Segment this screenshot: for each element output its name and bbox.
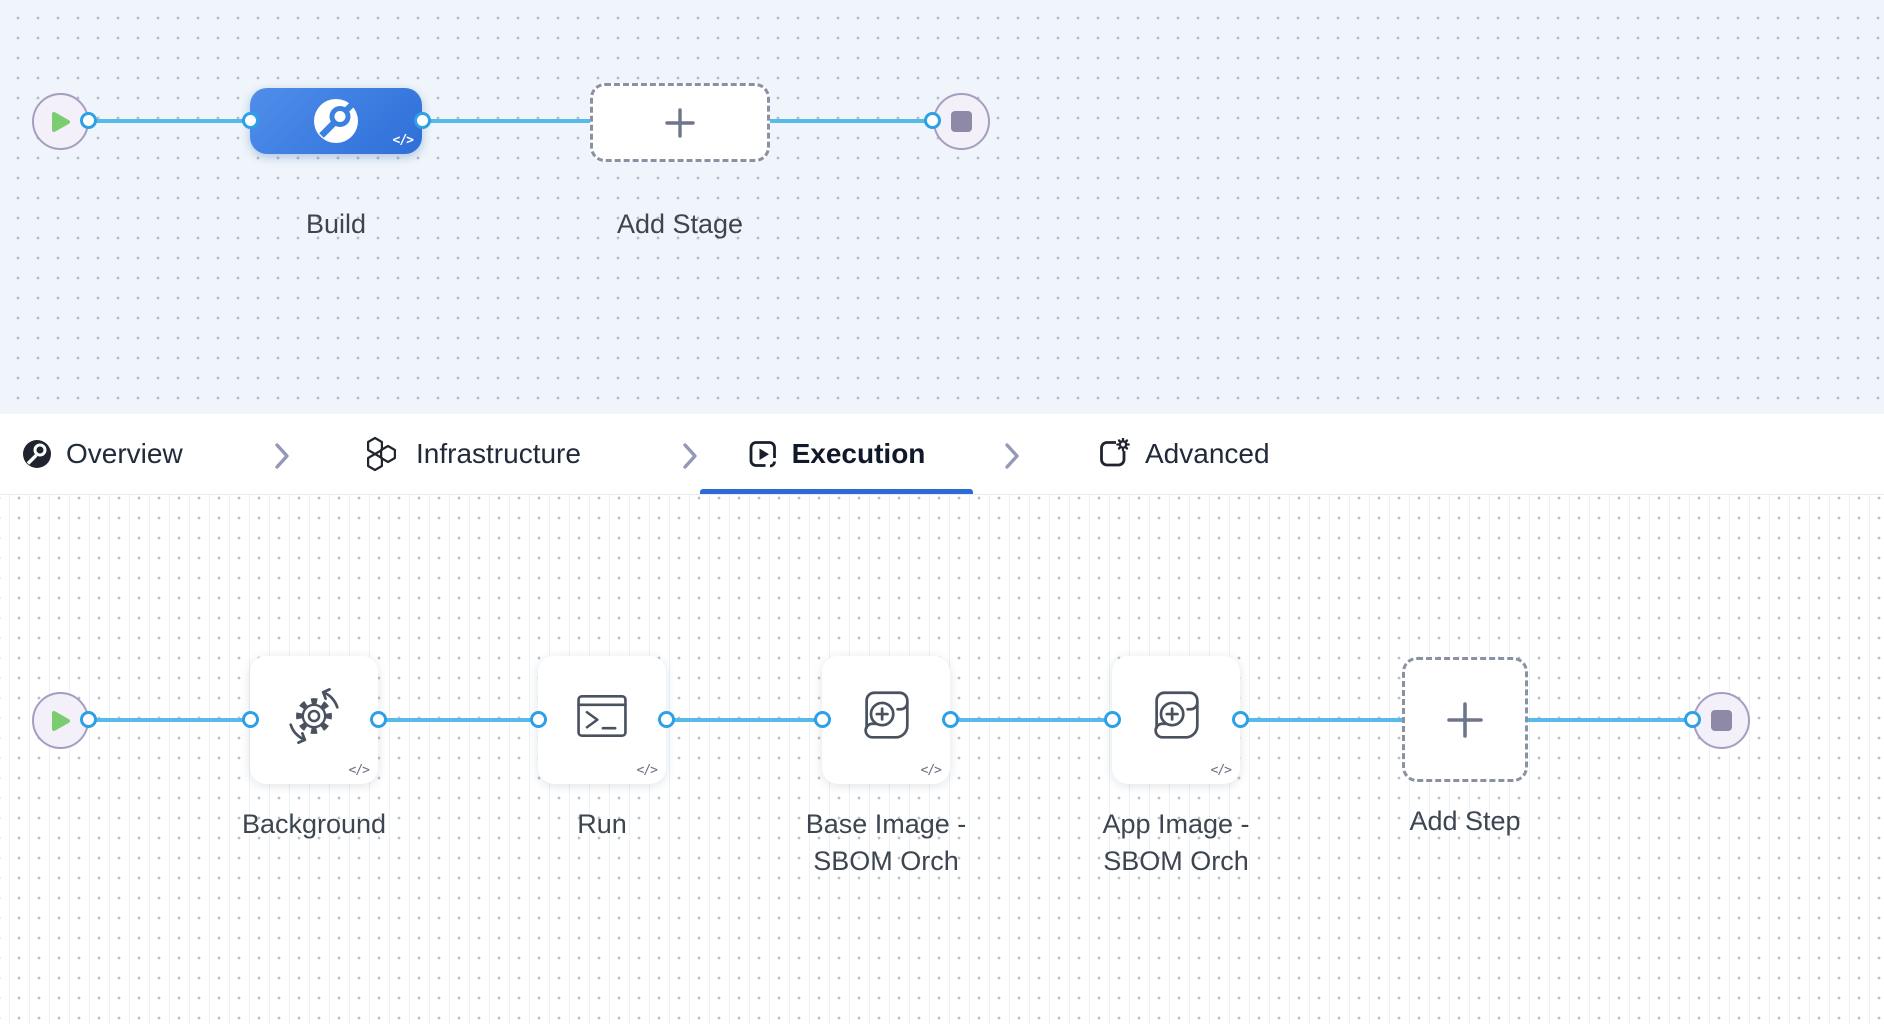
play-icon [51,111,70,132]
background-service-icon [289,688,339,744]
stop-icon [951,111,972,132]
connector-port[interactable] [1232,711,1249,728]
chevron-right-icon [1005,443,1019,469]
step-node-run[interactable]: </> [538,656,666,784]
connector-port[interactable] [924,112,941,129]
stage-node-build[interactable]: </> [250,88,422,154]
sbom-scroll-icon [1154,691,1199,739]
connector-port[interactable] [242,711,259,728]
tab-overview-label: Overview [66,438,183,469]
ci-build-icon [314,99,358,143]
connector-port[interactable] [370,711,387,728]
stage-canvas[interactable]: </> Build Add Stage [0,0,1884,414]
connector-port[interactable] [80,711,97,728]
tab-execution-label: Execution [791,438,926,469]
execution-start-node [32,692,89,749]
tab-advanced[interactable]: Advanced [1097,414,1270,494]
add-stage-button[interactable] [590,83,770,162]
step-label-line: SBOM Orch [813,846,959,876]
connector-port[interactable] [414,112,431,129]
code-badge: </> [348,763,371,778]
advanced-icon [1100,438,1130,467]
plus-icon [1447,701,1483,738]
step-label: Background [214,806,414,843]
stop-icon [1711,710,1732,731]
add-step-button[interactable] [1402,657,1528,782]
code-badge: </> [392,133,415,148]
play-icon [51,710,70,731]
connector-port[interactable] [942,711,959,728]
pipeline-start-node [32,93,89,150]
step-label: Base Image - SBOM Orch [766,806,1006,880]
overview-icon [23,440,51,468]
plus-icon [665,107,695,138]
tab-overview[interactable]: Overview [22,414,183,494]
step-node-background[interactable]: </> [250,656,378,784]
connector-port[interactable] [814,711,831,728]
step-label-line: Run [577,809,627,839]
stage-config-tab-bar: Overview Infrastructure [0,414,1884,495]
execution-canvas[interactable]: </> </> [0,495,1884,1024]
sbom-scroll-icon [864,691,909,739]
code-badge: </> [920,763,943,778]
step-label-line: App Image - [1102,809,1250,839]
step-label-line: SBOM Orch [1103,846,1249,876]
step-label-line: Background [241,809,387,839]
tab-execution[interactable]: Execution [700,414,973,494]
connector-port[interactable] [658,711,675,728]
code-badge: </> [636,763,659,778]
execution-end-node [1693,692,1750,749]
connector-port[interactable] [80,112,97,129]
stage-label: Build [305,209,367,239]
chevron-right-icon [683,443,697,469]
chevron-right-icon [275,443,289,469]
step-label: App Image - SBOM Orch [1056,806,1296,880]
connector-port[interactable] [1684,711,1701,728]
add-stage-label: Add Stage [616,209,744,239]
connector-port[interactable] [530,711,547,728]
pipeline-edge [88,119,932,123]
active-tab-underline [700,489,973,494]
terminal-icon [577,695,627,737]
pipeline-end-node [933,93,990,150]
connector-port[interactable] [1104,711,1121,728]
step-label: Run [502,806,702,843]
execution-icon [749,441,776,468]
step-label-line: Base Image - [805,809,967,839]
step-node-app-image-sbom-orch[interactable]: </> [1112,656,1240,784]
step-node-base-image-sbom-orch[interactable]: </> [822,656,950,784]
add-step-label: Add Step [1409,806,1521,836]
connector-port[interactable] [242,112,259,129]
tab-infrastructure[interactable]: Infrastructure [362,414,581,494]
tab-infrastructure-label: Infrastructure [416,438,581,469]
code-badge: </> [1210,763,1233,778]
tab-advanced-label: Advanced [1145,438,1270,469]
infrastructure-icon [367,436,396,472]
